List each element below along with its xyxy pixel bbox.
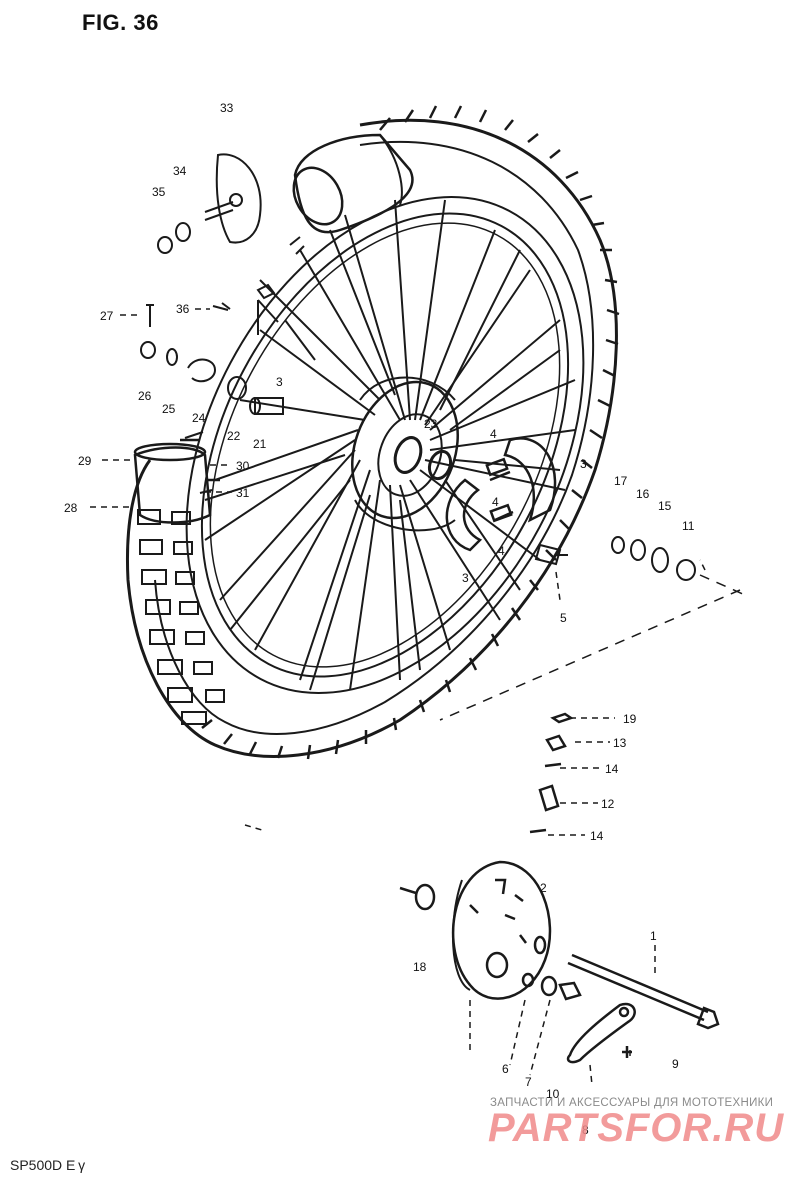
- callout-18: 18: [413, 960, 427, 974]
- callout-16: 16: [636, 487, 650, 501]
- callout-21: 21: [253, 437, 267, 451]
- callout-36: 36: [176, 302, 190, 316]
- callout-3-top: 3: [276, 375, 283, 389]
- watermark-brand: PARTSFOR.RU: [488, 1106, 785, 1150]
- callout-26: 26: [138, 389, 152, 403]
- callout-3-bottom: 3: [462, 571, 469, 585]
- axle-and-arm: [521, 935, 720, 1064]
- callout-10: 10: [546, 1087, 560, 1101]
- callout-22: 22: [227, 429, 241, 443]
- callout-1: 1: [650, 929, 657, 943]
- callout-9: 9: [672, 1057, 679, 1071]
- brake-shoes: [445, 437, 557, 552]
- watermark-tagline: ЗАПЧАСТИ И АКСЕССУАРЫ ДЛЯ МОТОТЕХНИКИ: [490, 1097, 774, 1109]
- callout-19: 19: [623, 712, 637, 726]
- callout-33: 33: [220, 101, 234, 115]
- callout-8: 8: [582, 1123, 589, 1137]
- axle-spacers: [534, 536, 696, 581]
- callout-14-a: 14: [605, 762, 619, 776]
- callout-3-right: 3: [580, 457, 587, 471]
- dashed-axle-line: [439, 574, 746, 721]
- callout-34: 34: [173, 164, 187, 178]
- model-code: SP500D E γ: [10, 1157, 86, 1173]
- callout-35: 35: [152, 185, 166, 199]
- brake-panel: [399, 860, 552, 1000]
- callout-14-b: 14: [590, 829, 604, 843]
- rim-lock-assembly: [157, 153, 262, 254]
- callout-28: 28: [64, 501, 78, 515]
- small-hardware-left: [140, 236, 316, 415]
- callout-7: 7: [525, 1075, 532, 1089]
- callout-12: 12: [601, 797, 615, 811]
- callout-15: 15: [658, 499, 672, 513]
- callout-30: 30: [236, 459, 250, 473]
- callout-13: 13: [613, 736, 627, 750]
- callout-5: 5: [560, 611, 567, 625]
- inner-tube: [292, 133, 414, 234]
- figure-title: FIG. 36: [82, 10, 159, 35]
- callout-4-b: 4: [492, 495, 499, 509]
- callout-29: 29: [78, 454, 92, 468]
- callout-23: 23: [424, 417, 438, 431]
- callout-17: 17: [614, 474, 628, 488]
- hub: [351, 376, 459, 532]
- callout-11: 11: [682, 519, 695, 533]
- callout-27: 27: [100, 309, 114, 323]
- rim: [185, 196, 585, 694]
- brake-cable-parts: [529, 712, 574, 834]
- leader-dashes: [90, 308, 706, 1086]
- callout-31: 31: [236, 486, 250, 500]
- tire: [126, 105, 620, 760]
- callout-4-c: 4: [498, 544, 505, 558]
- callout-24: 24: [192, 411, 206, 425]
- callout-2: 2: [540, 881, 547, 895]
- callout-6: 6: [502, 1062, 509, 1076]
- rim-band: [133, 438, 220, 524]
- callout-25: 25: [162, 402, 176, 416]
- spokes: [204, 199, 576, 691]
- callout-labels: 33 34 35 27 36 26 25 24 22 21 3 29 30 28…: [64, 101, 695, 1137]
- callout-4-a: 4: [490, 427, 497, 441]
